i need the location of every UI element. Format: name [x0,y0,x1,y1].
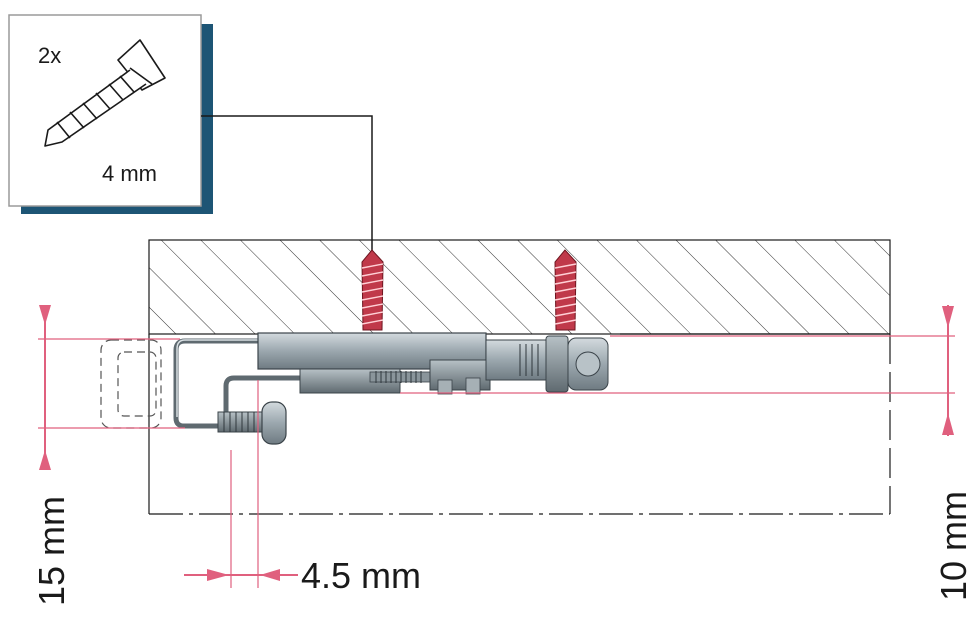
bracket-highlight [176,339,258,417]
dimension-10mm [400,305,955,436]
dimension-15mm [38,305,185,470]
drawer-front-dashed [100,339,162,429]
dimension-4-5mm [184,380,298,588]
dimension-label-4-5mm: 4.5 mm [301,555,421,596]
drawer-mechanism [257,332,609,395]
screw-size: 4 mm [102,161,157,186]
wood-screw-left [361,249,384,331]
dimension-label-15mm: 15 mm [31,496,72,606]
screw-callout-box: 2x 4 mm [8,14,213,214]
mechanism-spring [375,371,422,383]
drawer-outline [148,333,891,515]
wood-screw-right [554,249,577,331]
dimension-label-10mm: 10 mm [933,491,971,601]
callout-leader-line [201,115,373,262]
wood-screw-icon [44,39,166,147]
adjustment-screw [217,401,287,445]
mounting-surface [148,239,891,335]
screw-quantity: 2x [38,43,61,68]
